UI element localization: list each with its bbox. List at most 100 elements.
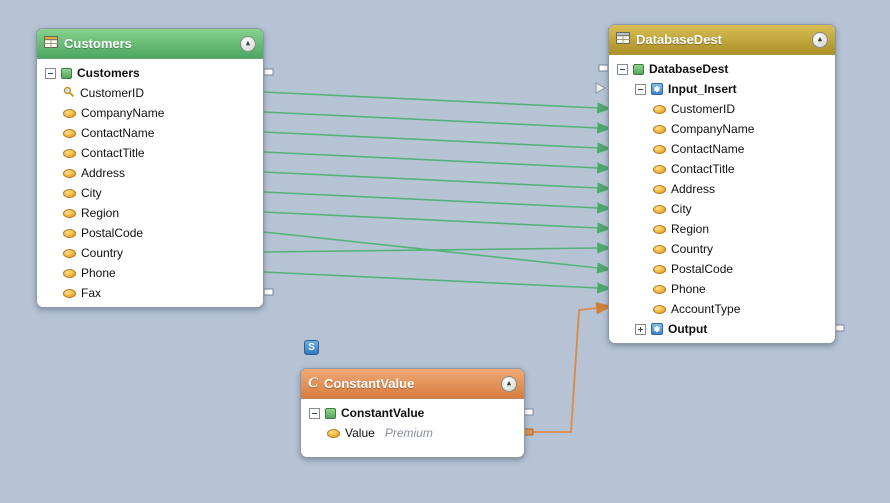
tree-item-field[interactable]: CustomerID <box>609 99 835 119</box>
tree-item-field[interactable]: ContactName <box>37 123 263 143</box>
tree-item-field[interactable]: Phone <box>37 263 263 283</box>
connector-stub-output[interactable] <box>834 324 845 332</box>
field-icon <box>653 244 666 254</box>
tree-item-field[interactable]: Country <box>37 243 263 263</box>
tree-item-customers-root[interactable]: Customers <box>37 63 263 83</box>
connection-city[interactable] <box>263 191 612 214</box>
field-icon <box>63 148 76 158</box>
connection-phone[interactable] <box>263 271 612 294</box>
table-node-icon <box>325 407 336 419</box>
tree-item-field[interactable]: Address <box>37 163 263 183</box>
collapse-button[interactable] <box>501 375 517 392</box>
sql-badge[interactable]: S <box>304 340 319 355</box>
customers-body: Customers CustomerID CompanyName Contact… <box>37 59 263 307</box>
tree-item-label: CustomerID <box>671 102 736 116</box>
tree-item-field[interactable]: CompanyName <box>609 119 835 139</box>
connection-contactname[interactable] <box>263 131 612 154</box>
tree-expand-plus-icon[interactable] <box>635 323 646 335</box>
constant-value-text: Premium <box>384 426 433 440</box>
connector-stub-constant-value[interactable] <box>523 428 534 436</box>
table-icon <box>44 36 58 51</box>
tree-item-label: Address <box>81 166 126 180</box>
table-node-icon <box>61 67 72 79</box>
tree-item-label: ContactName <box>81 126 155 140</box>
tree-item-label: Customers <box>77 66 140 80</box>
tree-item-label: ContactTitle <box>81 146 145 160</box>
connector-stub-databasedest-root[interactable] <box>598 64 609 72</box>
tree-item-field[interactable]: Region <box>609 219 835 239</box>
tree-item-label: City <box>671 202 692 216</box>
component-title: DatabaseDest <box>636 32 722 47</box>
tree-item-field[interactable]: PostalCode <box>609 259 835 279</box>
connection-country[interactable] <box>263 242 612 254</box>
tree-item-label: City <box>81 186 102 200</box>
tree-item-label: Phone <box>81 266 116 280</box>
tree-item-constantvalue-root[interactable]: ConstantValue <box>301 403 524 423</box>
field-icon <box>653 104 666 114</box>
key-icon <box>63 86 75 101</box>
tree-item-label: ContactName <box>671 142 745 156</box>
field-icon <box>63 128 76 138</box>
connection-region[interactable] <box>263 211 612 234</box>
constantvalue-header[interactable]: C ConstantValue <box>301 369 524 399</box>
component-title: Customers <box>64 36 132 51</box>
tree-collapse-minus-icon[interactable] <box>309 407 320 419</box>
tree-item-label: CustomerID <box>80 86 145 100</box>
tree-item-field[interactable]: Country <box>609 239 835 259</box>
tree-item-field[interactable]: Region <box>37 203 263 223</box>
tree-item-field[interactable]: CustomerID <box>37 83 263 103</box>
tree-item-field[interactable]: AccountType <box>609 299 835 319</box>
field-icon <box>63 108 76 118</box>
component-constantvalue[interactable]: C ConstantValue ConstantValue Value Prem… <box>300 368 525 458</box>
databasedest-header[interactable]: DatabaseDest <box>609 25 835 55</box>
connection-customerid[interactable] <box>263 91 612 114</box>
collapse-button[interactable] <box>240 35 256 52</box>
field-icon <box>327 428 340 438</box>
component-customers[interactable]: Customers Customers CustomerID <box>36 28 264 308</box>
tree-item-label: Country <box>81 246 124 260</box>
component-databasedest[interactable]: DatabaseDest DatabaseDest Input_Insert C… <box>608 24 836 344</box>
input-insert-target-arrow-icon[interactable] <box>595 82 607 94</box>
tree-item-label: AccountType <box>671 302 741 316</box>
tree-item-input-insert[interactable]: Input_Insert <box>609 79 835 99</box>
connector-stub-customers-root[interactable] <box>263 68 274 76</box>
component-title: ConstantValue <box>324 376 415 391</box>
connector-stub-constant-root[interactable] <box>523 408 534 416</box>
tree-item-label: Output <box>668 322 708 336</box>
tree-item-label: Value <box>345 426 375 440</box>
tree-item-field[interactable]: City <box>609 199 835 219</box>
output-action-icon <box>651 323 663 335</box>
connector-stub-fax[interactable] <box>263 288 274 296</box>
tree-item-field[interactable]: ContactName <box>609 139 835 159</box>
tree-item-field[interactable]: PostalCode <box>37 223 263 243</box>
tree-item-field[interactable]: Fax <box>37 283 263 303</box>
tree-item-output[interactable]: Output <box>609 319 835 339</box>
customers-header[interactable]: Customers <box>37 29 263 59</box>
tree-item-databasedest-root[interactable]: DatabaseDest <box>609 59 835 79</box>
tree-item-field[interactable]: ContactTitle <box>609 159 835 179</box>
tree-item-label: Fax <box>81 286 102 300</box>
tree-item-value[interactable]: Value Premium <box>301 423 524 443</box>
field-icon <box>653 284 666 294</box>
tree-item-field[interactable]: Phone <box>609 279 835 299</box>
tree-collapse-minus-icon[interactable] <box>635 83 646 95</box>
tree-item-field[interactable]: Address <box>609 179 835 199</box>
tree-collapse-minus-icon[interactable] <box>617 63 628 75</box>
tree-item-field[interactable]: City <box>37 183 263 203</box>
tree-item-label: ContactTitle <box>671 162 735 176</box>
tree-item-label: Phone <box>671 282 706 296</box>
connection-accounttype[interactable] <box>531 301 613 433</box>
connection-address[interactable] <box>263 171 612 194</box>
field-icon <box>653 124 666 134</box>
tree-item-field[interactable]: CompanyName <box>37 103 263 123</box>
tree-item-field[interactable]: ContactTitle <box>37 143 263 163</box>
field-icon <box>63 268 76 278</box>
collapse-button[interactable] <box>812 31 828 48</box>
tree-item-label: CompanyName <box>81 106 165 120</box>
constantvalue-body: ConstantValue Value Premium <box>301 399 524 449</box>
connection-contacttitle[interactable] <box>263 151 612 174</box>
connection-companyname[interactable] <box>263 111 612 134</box>
tree-collapse-minus-icon[interactable] <box>45 67 56 79</box>
